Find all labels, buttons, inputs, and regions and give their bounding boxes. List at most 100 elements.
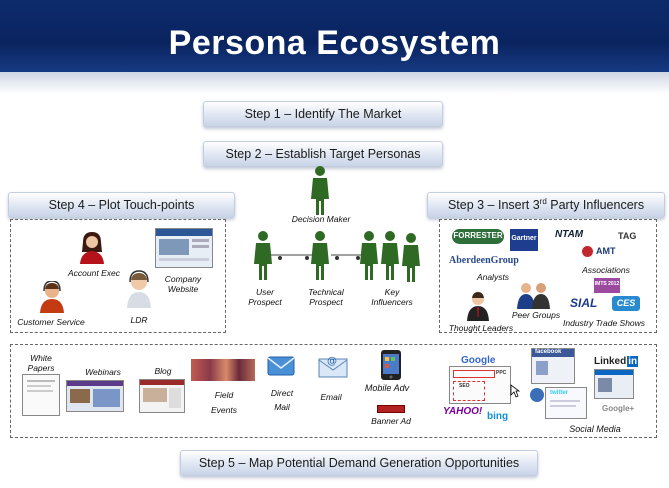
title-banner xyxy=(0,0,669,72)
field-events-line2: Events xyxy=(211,405,237,415)
step3-text-end: Party Influencers xyxy=(546,198,645,212)
linkedin-logo-text: Linked xyxy=(594,356,627,367)
decision-maker-label: Decision Maker xyxy=(291,214,351,224)
seo-highlight-box xyxy=(453,381,485,401)
user-prospect-line2: Prospect xyxy=(248,297,282,307)
gartner-logo: Gartner xyxy=(510,229,538,251)
linkedin-in-badge: in xyxy=(627,356,639,367)
connector-dot xyxy=(335,256,339,260)
analysts-label: Analysts xyxy=(476,272,510,282)
blog-thumbnail xyxy=(139,379,185,413)
ces-logo: CES xyxy=(612,296,640,311)
blog-sidebar xyxy=(169,388,181,408)
persona-network xyxy=(254,166,420,282)
googleplus-logo: Google+ xyxy=(602,404,635,413)
key-influencer-icon xyxy=(381,231,399,280)
imts-logo: IMTS 2012 xyxy=(594,278,620,293)
yahoo-logo: YAHOO! xyxy=(443,406,483,417)
step1-banner: Step 1 – Identify The Market xyxy=(203,101,443,127)
facebook-header-bar xyxy=(532,349,574,357)
linkedin-header-bar xyxy=(595,370,633,375)
website-text-line xyxy=(192,239,209,242)
amt-globe-icon xyxy=(582,246,593,257)
website-hero-image xyxy=(159,239,189,255)
facebook-thumbnail: facebook xyxy=(531,348,575,384)
key-influencers-line2: Influencers xyxy=(371,297,413,307)
page-title: Persona Ecosystem xyxy=(168,24,501,62)
step3-superscript: rd xyxy=(539,196,547,206)
company-website-thumbnail xyxy=(155,228,213,268)
thought-leaders-label: Thought Leaders xyxy=(448,323,514,333)
key-influencer-icon xyxy=(402,233,420,282)
forrester-logo: FORRESTER xyxy=(452,229,504,244)
paper-text-line xyxy=(27,390,53,392)
blog-header-bar xyxy=(140,380,184,385)
associations-label: Associations xyxy=(582,265,630,275)
website-text-line xyxy=(159,258,209,261)
company-website-line2: Website xyxy=(167,284,199,294)
ppc-highlight-box xyxy=(453,370,495,378)
webinars-label: Webinars xyxy=(85,367,121,377)
twitter-bird-icon xyxy=(530,388,544,402)
thought-leader-icon xyxy=(467,292,489,321)
customer-service-icon xyxy=(40,281,64,313)
white-papers-line1: White xyxy=(30,353,52,363)
technical-prospect-line2: Prospect xyxy=(309,297,343,307)
website-text-line xyxy=(192,245,209,248)
paper-text-line xyxy=(27,385,51,387)
peer-groups-label: Peer Groups xyxy=(511,310,561,320)
webinar-thumbnail xyxy=(66,380,124,412)
account-exec-icon xyxy=(80,232,104,264)
ces-logo-text: CES xyxy=(616,298,636,308)
amt-logo: AMT xyxy=(596,246,616,256)
linkedin-profile-photo xyxy=(598,378,612,392)
svg-text:@: @ xyxy=(327,356,337,367)
step3-banner: Step 3 – Insert 3rd Party Influencers xyxy=(427,192,665,218)
email-label: Email xyxy=(320,392,342,402)
direct-mail-line2: Mail xyxy=(274,402,290,412)
seo-label: SEO xyxy=(459,383,470,389)
user-prospect-icon xyxy=(254,231,272,280)
key-influencer-icon xyxy=(360,231,378,280)
technical-prospect-icon xyxy=(311,231,329,280)
tweet-line xyxy=(550,405,576,407)
ldr-label: LDR xyxy=(130,315,148,325)
google-logo: Google xyxy=(461,355,496,366)
social-media-label: Social Media xyxy=(569,424,621,434)
field-events-line1: Field xyxy=(214,390,234,400)
company-website-line1: Company xyxy=(164,274,202,284)
webinar-video xyxy=(70,389,90,403)
webinar-header-bar xyxy=(67,381,123,386)
direct-mail-icon xyxy=(267,356,295,376)
facebook-profile-photo xyxy=(536,361,548,375)
bing-logo: bing xyxy=(487,411,509,422)
step2-banner: Step 2 – Establish Target Personas xyxy=(203,141,443,167)
banner-ad-graphic xyxy=(377,405,405,413)
blog-image xyxy=(143,388,167,402)
forrester-logo-text: FORRESTER xyxy=(453,231,503,240)
ntam-logo: NTAM xyxy=(555,229,584,240)
ppc-label: PPC xyxy=(496,370,507,376)
email-icon: @ xyxy=(318,356,348,378)
paper-text-line xyxy=(27,380,55,382)
step4-banner: Step 4 – Plot Touch-points xyxy=(8,192,235,218)
peer-groups-icon xyxy=(517,283,550,309)
mobile-adv-label: Mobile Adv xyxy=(364,383,410,393)
twitter-logo-text: twitter xyxy=(550,390,568,396)
key-influencers-line1: Key xyxy=(384,287,400,297)
decision-maker-icon xyxy=(311,166,329,215)
blog-label: Blog xyxy=(154,366,172,376)
banner-ad-label: Banner Ad xyxy=(371,416,411,426)
linkedin-thumbnail xyxy=(594,369,634,399)
connector-dot xyxy=(356,256,360,260)
tweet-line xyxy=(550,400,580,402)
mobile-phone-icon xyxy=(381,350,401,380)
white-papers-line2: Papers xyxy=(27,363,55,373)
webinar-slide xyxy=(93,389,120,407)
